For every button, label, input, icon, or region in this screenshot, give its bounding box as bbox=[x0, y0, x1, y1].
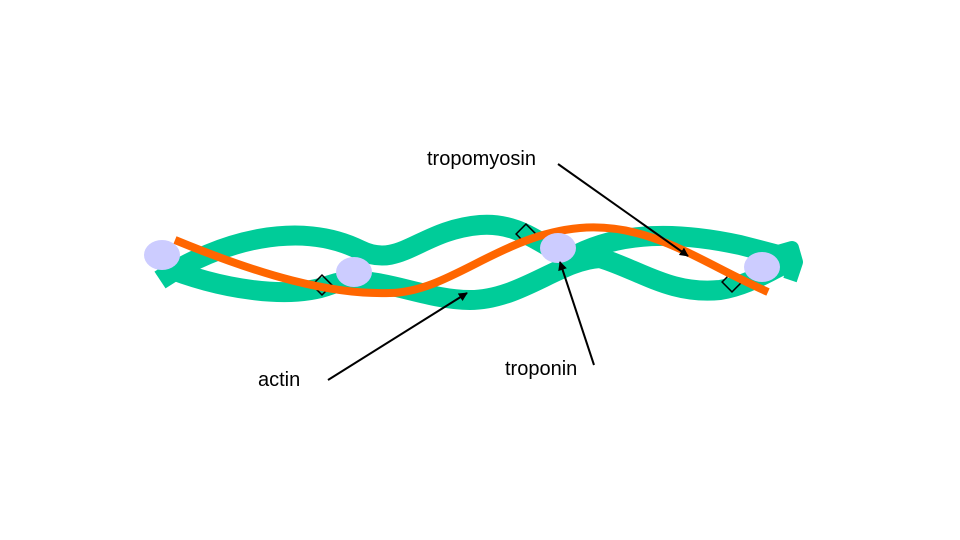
actin-label: actin bbox=[258, 369, 300, 391]
troponin-arrow bbox=[558, 261, 595, 366]
tropomyosin-arrow bbox=[557, 163, 689, 257]
actin-strand-end-cap bbox=[776, 241, 803, 283]
actin-filament bbox=[154, 214, 803, 310]
actin-strand-upper bbox=[154, 214, 793, 289]
troponin-complexes bbox=[144, 233, 780, 287]
actin-arrow bbox=[327, 292, 468, 381]
troponin-blob-2 bbox=[336, 257, 372, 287]
troponin-blob-3 bbox=[540, 233, 576, 263]
actin-strand-lower bbox=[156, 248, 794, 310]
troponin-blob-4 bbox=[744, 252, 780, 282]
tropomyosin-label: tropomyosin bbox=[427, 148, 536, 170]
troponin-label: troponin bbox=[505, 358, 577, 380]
pointer-arrows bbox=[327, 163, 689, 381]
troponin-blob-1 bbox=[144, 240, 180, 270]
